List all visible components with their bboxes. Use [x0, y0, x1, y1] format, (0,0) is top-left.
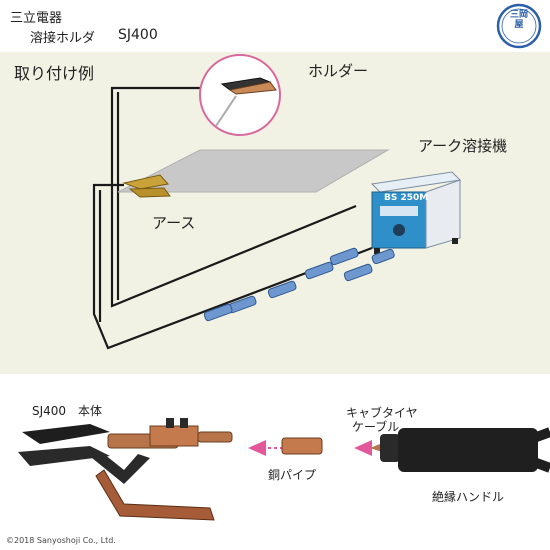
earth-label: アース	[152, 214, 196, 232]
copper-pipe-label: 銅パイプ	[268, 468, 317, 482]
product-model: SJ400	[118, 27, 158, 43]
welder-label: アーク溶接機	[418, 137, 508, 155]
cable-connectors	[203, 247, 395, 322]
copyright: ©2018 Sanyoshoji Co., Ltd.	[6, 536, 116, 545]
holder-body-illustration	[18, 418, 233, 521]
arc-welder	[370, 171, 462, 254]
parts-breakdown	[0, 374, 550, 550]
company-logo: 三岡屋	[496, 3, 542, 49]
brand-name: 三立電器	[10, 11, 63, 26]
cabtire-label-line1: キャブタイヤ	[346, 406, 418, 420]
handle-illustration	[370, 427, 550, 473]
copper-pipe-illustration	[281, 437, 323, 455]
body-label: SJ400 本体	[32, 404, 103, 418]
insulated-handle-label: 絶縁ハンドル	[432, 490, 505, 504]
earth-clamp	[122, 174, 171, 198]
cabtire-label-line2: ケーブル	[352, 420, 400, 434]
holder-label: ホルダー	[308, 62, 369, 80]
welder-badge: BS 250M	[384, 193, 429, 203]
cable-lines	[92, 86, 373, 350]
installation-diagram	[0, 52, 550, 374]
holder-highlight	[199, 54, 281, 136]
product-prefix: 溶接ホルダ	[30, 31, 96, 46]
section-title: 取り付け例	[14, 64, 95, 83]
logo-text: 三岡屋	[509, 10, 528, 30]
